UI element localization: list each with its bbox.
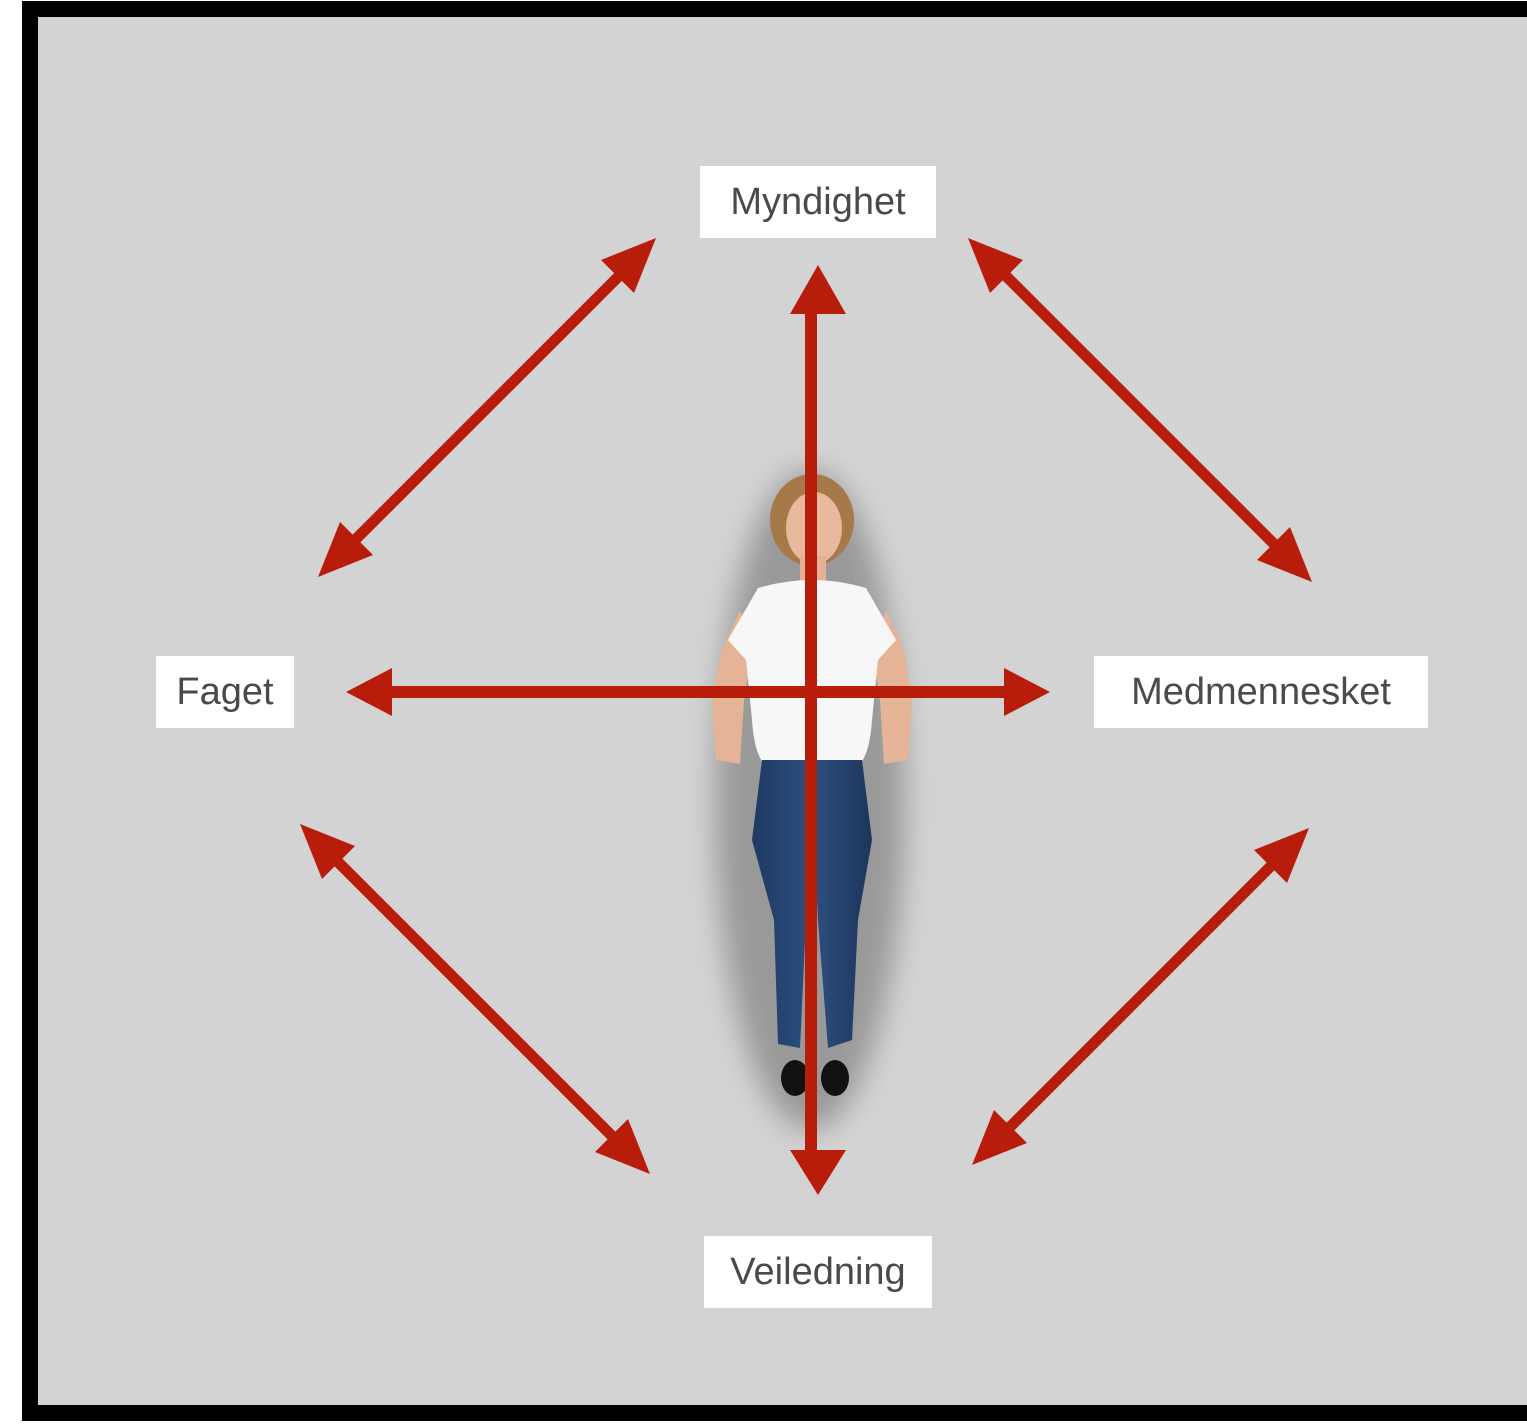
arrow-faget-medmennesket [346, 668, 1050, 716]
arrow-myndighet-medmennesket [1000, 270, 1280, 550]
node-veiledning: Veiledning [704, 1236, 932, 1308]
arrow-medmennesket-veiledning [1004, 860, 1277, 1133]
arrow-faget-veiledning [333, 857, 618, 1142]
node-myndighet: Myndighet [700, 166, 936, 238]
node-medmennesket: Medmennesket [1094, 656, 1428, 728]
arrow-faget-myndighet [350, 270, 625, 545]
node-faget: Faget [156, 656, 294, 728]
